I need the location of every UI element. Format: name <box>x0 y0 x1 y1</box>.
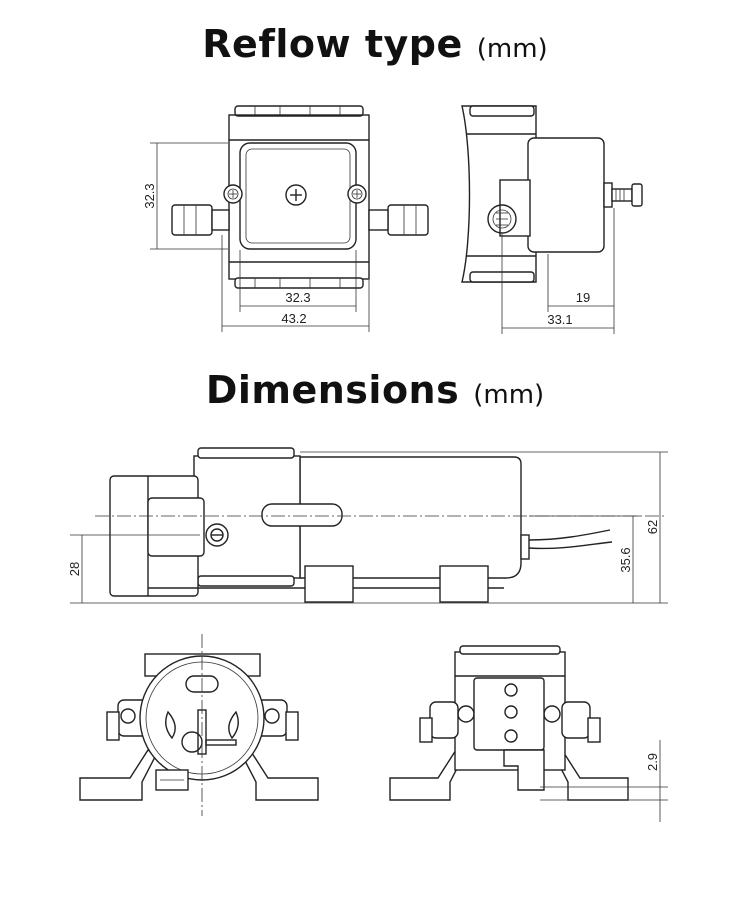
reflow-side-depth-a-label: 19 <box>576 290 590 305</box>
reflow-side-view <box>461 105 643 334</box>
reflow-front-overall-width-label: 43.2 <box>281 311 306 326</box>
dimensions-rear-view <box>389 645 668 822</box>
dimensions-unit: (mm) <box>473 380 545 410</box>
dimensions-side-view <box>70 447 668 604</box>
reflow-type-heading: Reflow type (mm) <box>0 22 750 66</box>
dimensions-front-view <box>79 634 319 816</box>
reflow-front-view <box>150 105 429 332</box>
reflow-front-height-label: 32.3 <box>142 183 157 208</box>
reflow-side-depth-b-label: 33.1 <box>547 312 572 327</box>
side-height-c-label: 62 <box>645 520 660 534</box>
reflow-title: Reflow type <box>202 22 463 66</box>
side-height-b-label: 35.6 <box>618 547 633 572</box>
side-height-a-label: 28 <box>67 562 82 576</box>
rear-foot-gap-label: 2.9 <box>645 753 660 771</box>
reflow-unit: (mm) <box>476 34 548 64</box>
dimensions-title: Dimensions <box>205 368 460 412</box>
reflow-front-inner-width-label: 32.3 <box>285 290 310 305</box>
dimensions-heading: Dimensions (mm) <box>0 368 750 412</box>
